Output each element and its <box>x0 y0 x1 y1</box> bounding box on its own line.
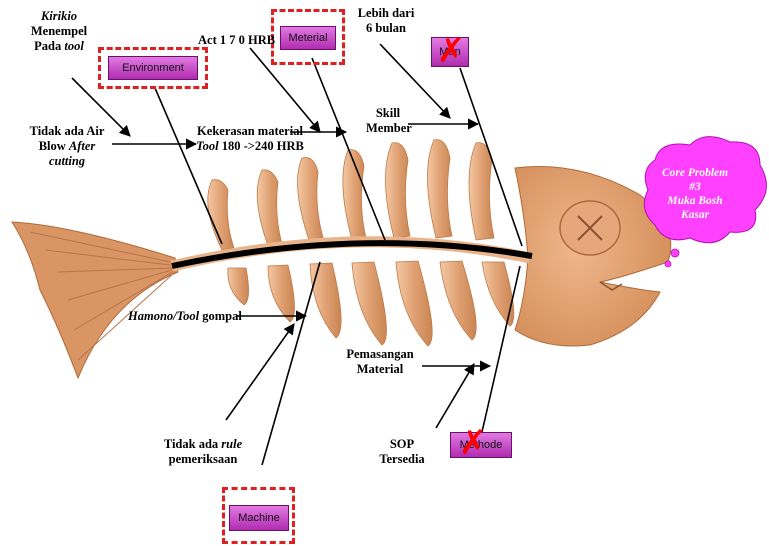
cause-hamono: Hamono/Tool gompal <box>128 309 238 324</box>
sub-cause-arrows <box>72 44 490 428</box>
cause-sop: SOP Tersedia <box>372 437 432 467</box>
core-problem-label: Core Problem #3 Muka Bosh Kasar <box>640 166 750 222</box>
cause-air-blow: Tidak ada Air Blow After cutting <box>20 124 114 169</box>
cause-tidak-ada-rule: Tidak ada rule pemeriksaan <box>158 437 248 467</box>
cause-act-hrb: Act 1 7 0 HRB <box>198 33 298 48</box>
cause-kekerasan: Kekerasan material Tool 180 ->240 HRB <box>188 124 312 154</box>
category-environment: Environment <box>108 56 198 80</box>
lower-ribs <box>228 261 514 346</box>
cause-lebih-dari: Lebih dari 6 bulan <box>355 6 417 36</box>
cause-skill-member: Skill Member <box>366 106 410 136</box>
cause-pemasangan: Pemasangan Material <box>340 347 420 377</box>
fish-tail <box>12 222 178 378</box>
methode-crossed-out-icon: ✗ <box>458 428 488 458</box>
man-crossed-out-icon: ✗ <box>436 36 466 66</box>
cause-kirikio: Kirikio Menempel Pada tool <box>24 9 94 54</box>
category-machine: Machine <box>229 505 289 531</box>
